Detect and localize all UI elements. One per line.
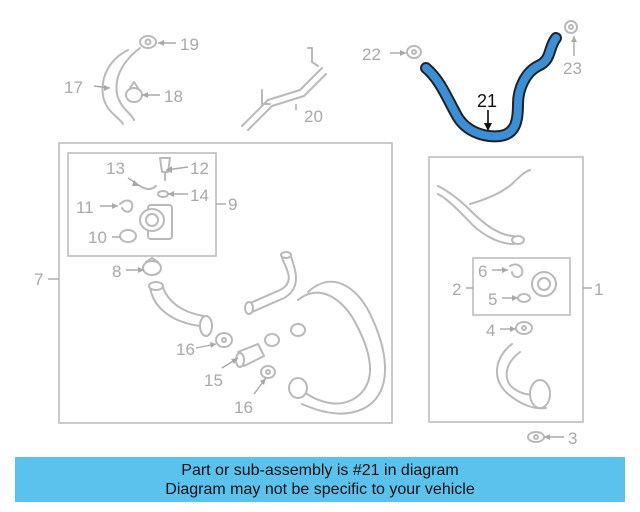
part-11-clip [119,199,134,213]
part-17-hose [101,47,141,125]
callout-19: 19 [180,35,199,54]
part-16-clamp-lower [260,365,276,379]
part-20-bracket [241,47,327,131]
part-12-sensor [159,157,171,181]
part-3-clamp [527,431,545,443]
part-10-oring [119,229,137,243]
callout-14: 14 [190,186,209,205]
part-15-connector [235,343,265,368]
callout-16-upper: 16 [176,340,195,359]
callout-6: 6 [478,262,487,281]
leader-arrow-21 [484,123,492,131]
part-7-lower-hose [148,281,213,337]
part-19-clamp [139,35,157,49]
callout-15: 15 [204,371,223,390]
banner-line-part: Part or sub-assembly is #21 in diagram [181,462,459,479]
part-7-clamps-mid [264,323,306,347]
part-9-thermostat-housing [139,204,173,240]
part-6-clip [509,263,524,279]
group-frame-7 [58,142,393,424]
part-1-lower-hose [495,343,551,410]
part-23-clamp [564,20,578,34]
part-22-clamp [406,45,422,59]
callout-4: 4 [486,321,495,340]
part-2-housing [531,271,557,297]
callout-17: 17 [64,78,83,97]
callout-7: 7 [34,270,43,289]
callout-11: 11 [76,198,94,217]
callout-3: 3 [568,429,577,448]
callout-12: 12 [190,159,209,178]
part-4-clamp [515,321,533,335]
callout-20: 20 [304,107,323,126]
callout-9: 9 [228,195,237,214]
callout-5: 5 [488,290,497,309]
part-21-hose [420,32,562,143]
leader-arrowheads [104,36,577,440]
part-18-clamp [125,81,143,103]
callout-23: 23 [563,59,582,78]
callout-21: 21 [477,91,497,111]
info-banner: Part or sub-assembly is #21 in diagram D… [15,457,625,502]
part-7-upper-hose [288,280,387,415]
callout-8: 8 [112,262,121,281]
part-5-oring [517,293,531,303]
part-7-bypass-pipe [244,251,297,315]
part-14-oring [157,190,169,198]
part-16-clamp-upper [215,332,233,348]
callout-10: 10 [88,228,107,247]
callout-2: 2 [452,280,461,299]
group-frame-1 [428,156,584,423]
callout-13: 13 [106,159,125,178]
part-1-pipe [437,169,531,245]
part-8-clamp [142,257,162,276]
callout-1: 1 [594,280,603,299]
callout-18: 18 [164,87,183,106]
banner-line-disclaimer: Diagram may not be specific to your vehi… [165,481,475,498]
callout-16-lower: 16 [234,398,253,417]
callout-22: 22 [362,45,381,64]
part-13-clip [139,185,157,190]
group-frame-2 [472,257,571,316]
